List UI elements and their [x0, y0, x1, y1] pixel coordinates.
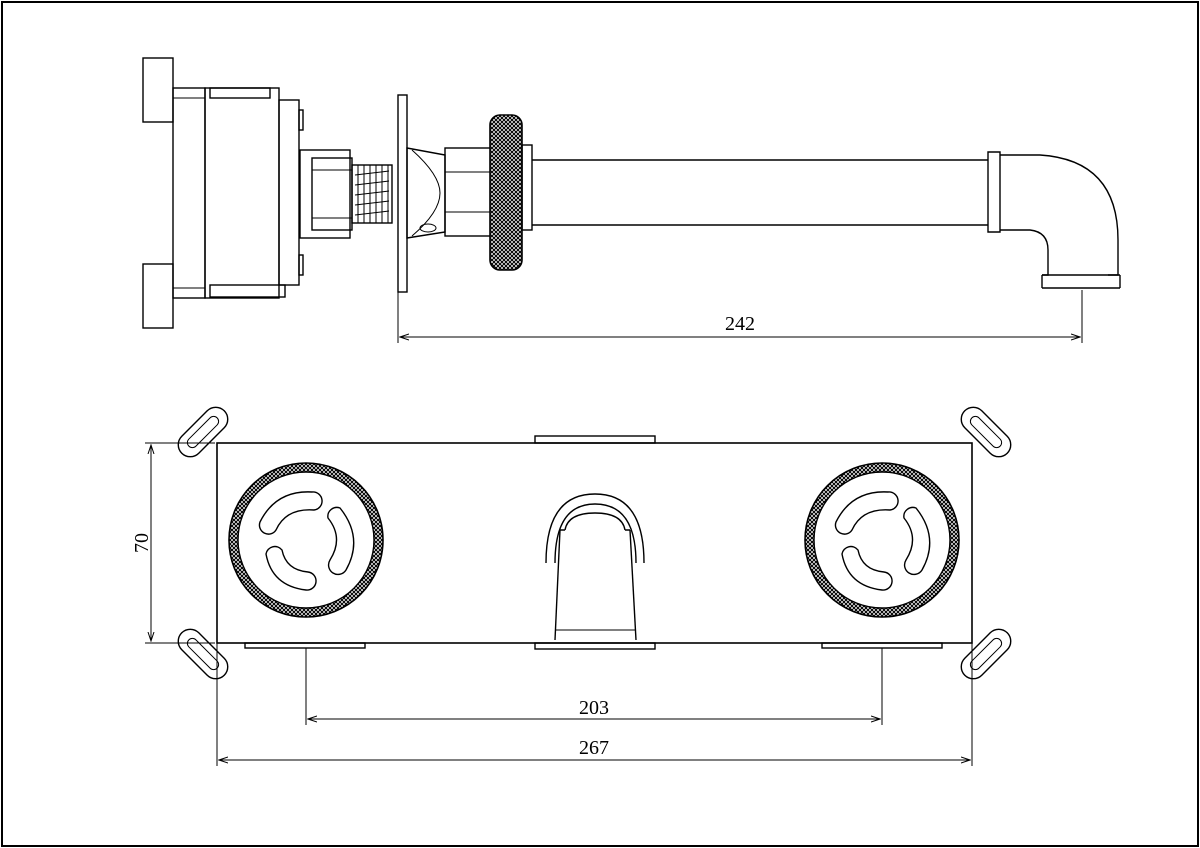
dimension-70: 70	[131, 533, 153, 553]
knurled-ring	[489, 114, 523, 271]
bracket-top	[142, 57, 174, 123]
dimension-267: 267	[579, 737, 609, 759]
threaded-shaft	[351, 164, 393, 224]
spout-front	[545, 493, 645, 641]
valve-body	[172, 87, 206, 299]
spout-elbow	[987, 151, 1121, 289]
mounting-lugs	[177, 406, 1012, 680]
spout-pipe	[521, 144, 533, 231]
wall-flange	[397, 94, 408, 293]
cartridge-plate	[278, 99, 300, 286]
right-handle	[804, 462, 960, 618]
left-handle	[228, 462, 384, 618]
dimension-242: 242	[725, 313, 755, 335]
front-view: 70 203 267	[131, 406, 1012, 766]
side-view: 242	[142, 57, 1121, 343]
dimension-203: 203	[579, 697, 609, 719]
bracket-bottom	[142, 263, 174, 329]
